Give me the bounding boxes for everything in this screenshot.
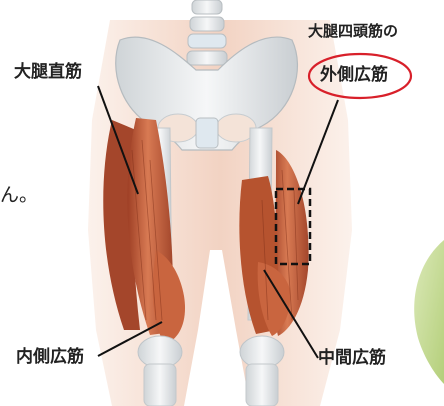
leaf-decoration (414, 240, 444, 384)
label-vastus-intermedius: 中間広筋 (318, 350, 386, 367)
label-rectus-femoris: 大腿直筋 (14, 64, 82, 81)
text-fragment: ん。 (0, 186, 38, 205)
label-vastus-medialis: 内側広筋 (16, 349, 84, 366)
label-vastus-lateralis: 外側広筋 (320, 67, 388, 84)
knee-bones (138, 336, 284, 406)
diagram-title: 大腿四頭筋の (308, 24, 398, 39)
